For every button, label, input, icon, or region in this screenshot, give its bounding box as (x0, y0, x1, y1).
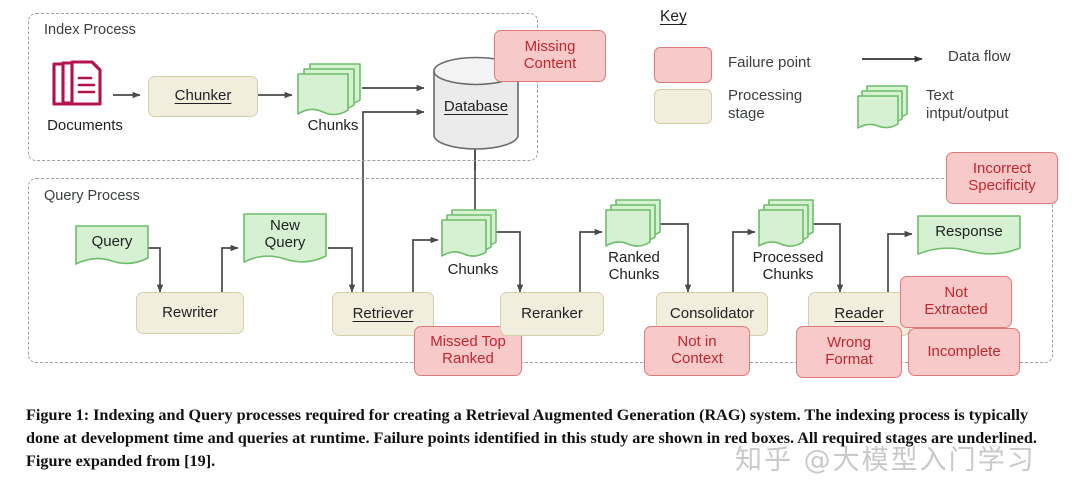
documents-label: Documents (47, 117, 123, 134)
data-flow-arrows (113, 84, 913, 295)
not-in-context-failure[interactable]: Not in Context (644, 326, 750, 376)
new-query-textio-shape (243, 213, 327, 263)
wrong-format-label: Wrong Format (825, 334, 873, 368)
chunks-query-label: Chunks (447, 261, 499, 278)
key-data-flow-label: Data flow (948, 48, 1011, 65)
key-failure-swatch (654, 47, 712, 83)
rewriter-stage[interactable]: Rewriter (136, 292, 244, 334)
key-title: Key (660, 8, 687, 25)
incorrect-specificity-failure[interactable]: Incorrect Specificity (946, 152, 1058, 204)
chunks-index-label: Chunks (307, 117, 359, 134)
wrong-format-failure[interactable]: Wrong Format (796, 326, 902, 378)
reranker-label: Reranker (521, 304, 583, 322)
not-extracted-failure[interactable]: Not Extracted (900, 276, 1012, 328)
query-process-container (28, 178, 1053, 363)
key-textio-icon (857, 85, 908, 129)
chunker-stage[interactable]: Chunker (148, 76, 258, 117)
ranked-chunks-icon (605, 199, 661, 247)
reader-label: Reader (834, 304, 884, 322)
processed-chunks-label: Processed Chunks (752, 249, 824, 283)
retriever-label: Retriever (352, 304, 414, 322)
query-process-label: Query Process (44, 188, 140, 204)
rewriter-label: Rewriter (162, 303, 218, 321)
key-processing-swatch (654, 89, 712, 124)
chunks-query-icon (441, 209, 497, 257)
figure-caption: Figure 1: Indexing and Query processes r… (26, 406, 1037, 470)
documents-icon (52, 60, 102, 106)
index-process-container (28, 13, 538, 161)
key-processing-stage-label: Processing stage (728, 87, 803, 122)
missing-content-failure[interactable]: Missing Content (494, 30, 606, 82)
key-data-flow-arrow (862, 55, 923, 63)
not-in-context-label: Not in Context (671, 333, 723, 367)
query-textio-shape (75, 225, 149, 265)
processed-chunks-icon (758, 199, 814, 247)
ranked-chunks-label: Ranked Chunks (608, 249, 660, 283)
missing-content-label: Missing Content (523, 38, 577, 72)
not-extracted-label: Not Extracted (924, 284, 988, 318)
response-textio-shape (917, 215, 1021, 255)
incomplete-failure[interactable]: Incomplete (908, 328, 1020, 376)
reranker-stage[interactable]: Reranker (500, 292, 604, 336)
missed-top-ranked-label: Missed Top Ranked (430, 333, 506, 367)
incorrect-specificity-label: Incorrect Specificity (968, 160, 1036, 194)
consolidator-label: Consolidator (669, 304, 755, 322)
chunker-label: Chunker (174, 87, 232, 105)
index-process-label: Index Process (44, 22, 136, 38)
chunks-index-icon (297, 63, 361, 116)
key-text-io-label: Text intput/output (926, 87, 1009, 122)
incomplete-label: Incomplete (927, 342, 1001, 360)
key-failure-point-label: Failure point (728, 54, 811, 71)
